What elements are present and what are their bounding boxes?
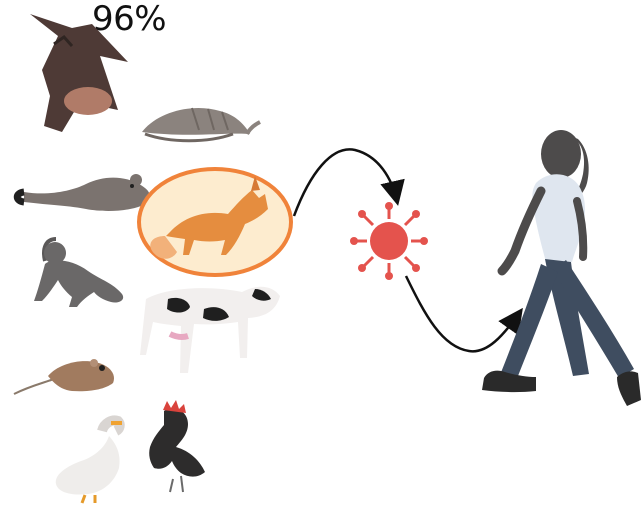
- bat-icon: [30, 14, 128, 132]
- virus-icon: [350, 202, 428, 280]
- mouse-icon: [14, 359, 114, 394]
- walking-person-icon: [482, 130, 641, 406]
- possum-icon: [17, 174, 150, 211]
- chicken-icon: [149, 400, 205, 492]
- pangolin-icon: [142, 108, 260, 141]
- cow-icon: [140, 287, 280, 373]
- arrow-to-virus: [294, 149, 397, 216]
- goose-icon: [56, 420, 122, 503]
- arrow-to-person: [406, 276, 520, 351]
- monkey-icon: [34, 239, 123, 307]
